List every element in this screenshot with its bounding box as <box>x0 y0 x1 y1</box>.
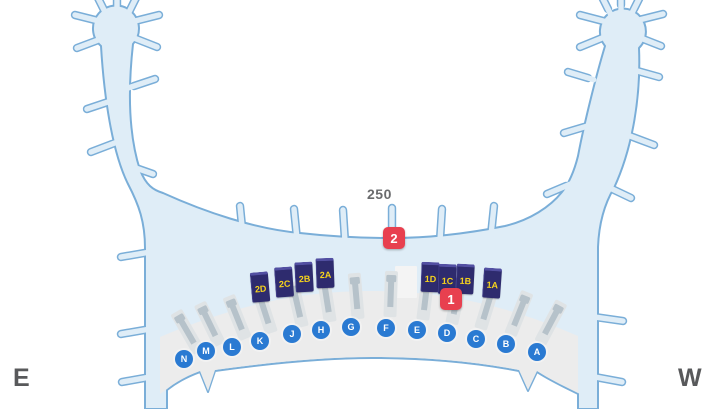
central-connector <box>395 266 417 298</box>
gate-b[interactable]: B <box>497 335 515 353</box>
gate-pier <box>171 309 204 355</box>
gate-m[interactable]: M <box>197 342 215 360</box>
gate-pier <box>504 290 533 337</box>
gate-n[interactable]: N <box>175 350 193 368</box>
gate-f[interactable]: F <box>377 319 395 337</box>
terminal-badge-1[interactable]: 1 <box>440 288 462 310</box>
west-direction-label: W <box>678 364 702 392</box>
gate-e[interactable]: E <box>408 321 426 339</box>
area-label-250: 250 <box>367 186 392 202</box>
gate-pier <box>535 299 567 346</box>
gate-h[interactable]: H <box>312 321 330 339</box>
east-direction-label: E <box>13 364 30 392</box>
gate-pier <box>223 294 252 341</box>
gate-d[interactable]: D <box>438 324 456 342</box>
jet-bridge-stubs-fill <box>72 0 666 385</box>
checkpoint-2b[interactable]: 2B <box>293 261 314 293</box>
gate-j[interactable]: J <box>283 325 301 343</box>
gate-c[interactable]: C <box>467 330 485 348</box>
gate-k[interactable]: K <box>251 332 269 350</box>
gate-pier <box>194 301 226 347</box>
gate-a[interactable]: A <box>528 343 546 361</box>
gate-pier <box>383 270 398 318</box>
gate-pier <box>347 272 365 320</box>
terminal-badge-2[interactable]: 2 <box>383 227 405 249</box>
gate-g[interactable]: G <box>342 318 360 336</box>
checkpoint-2d[interactable]: 2D <box>249 271 270 303</box>
checkpoint-2c[interactable]: 2C <box>273 266 294 298</box>
checkpoint-2a[interactable]: 2A <box>314 257 335 289</box>
gate-l[interactable]: L <box>223 338 241 356</box>
checkpoint-1a[interactable]: 1A <box>481 267 502 299</box>
checkpoint-1d[interactable]: 1D <box>419 261 440 293</box>
